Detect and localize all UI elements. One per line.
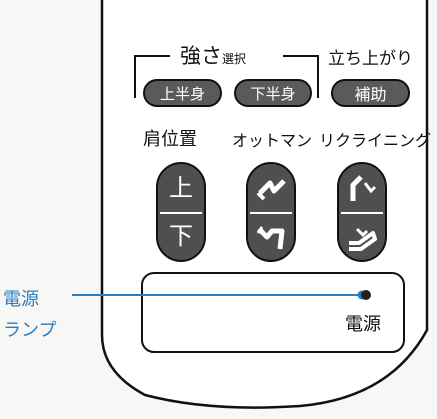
recline-down-icon: [349, 227, 377, 251]
shoulder-label: 肩位置: [143, 129, 197, 150]
standing-title: 立ち上がり: [328, 49, 413, 69]
shoulder-down-label: 下: [169, 222, 193, 250]
lower-body-button[interactable]: 下半身: [234, 79, 312, 107]
shoulder-down-button[interactable]: 下: [158, 212, 204, 260]
assist-label: 補助: [354, 85, 387, 104]
callout-line1: 電源: [3, 289, 39, 310]
recline-up-button[interactable]: [339, 164, 385, 212]
divider: [341, 212, 383, 214]
lower-body-label: 下半身: [250, 84, 296, 103]
ottoman-label: オットマン: [232, 131, 313, 150]
recline-down-button[interactable]: [339, 212, 385, 260]
ottoman-down-button[interactable]: [248, 212, 294, 260]
recline-up-icon: [350, 175, 377, 201]
strength-title-large: 強さ: [180, 44, 222, 68]
divider: [250, 212, 292, 214]
shoulder-up-label: 上: [169, 174, 193, 202]
ottoman-down-icon: [256, 226, 285, 250]
power-lamp-icon: [357, 290, 371, 300]
reclining-buttons: [337, 162, 387, 262]
ottoman-buttons: [246, 162, 296, 262]
callout-line2: ランプ: [3, 320, 57, 341]
upper-body-button[interactable]: 上半身: [143, 79, 222, 107]
strength-title-small: 選択: [222, 52, 247, 66]
assist-button[interactable]: 補助: [331, 79, 410, 107]
ottoman-up-button[interactable]: [248, 164, 294, 212]
power-label: 電源: [345, 314, 381, 335]
reclining-label: リクライニング: [319, 131, 432, 150]
strength-title: 強さ選択: [180, 40, 246, 70]
ottoman-up-icon: [256, 179, 286, 201]
shoulder-up-button[interactable]: 上: [158, 164, 204, 212]
divider: [160, 212, 202, 214]
upper-body-label: 上半身: [159, 84, 205, 103]
shoulder-buttons: 上 下: [156, 162, 206, 262]
